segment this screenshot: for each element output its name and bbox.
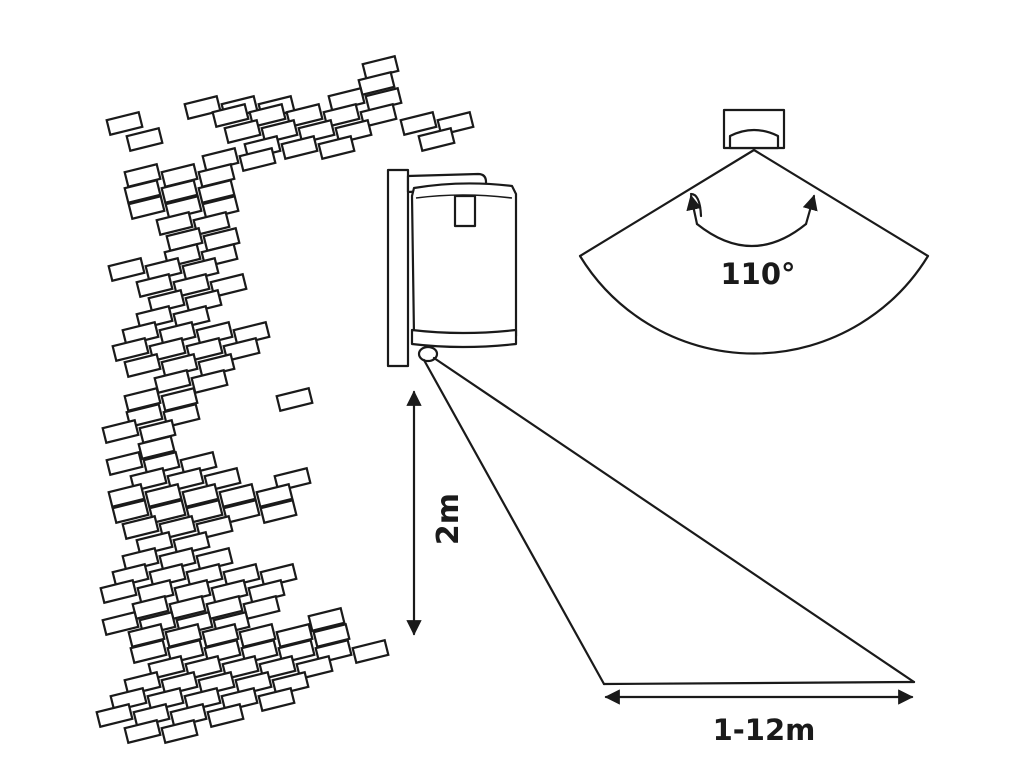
brick [359, 102, 398, 129]
detection-angle-label: 110° [720, 257, 795, 291]
brick [317, 134, 356, 161]
mounting-height-label: 2m [431, 493, 466, 545]
brick [99, 578, 138, 605]
brick [144, 482, 183, 509]
brick [107, 256, 146, 283]
brick [257, 686, 296, 713]
brick [181, 482, 220, 509]
brick [238, 146, 277, 173]
brick [105, 450, 144, 477]
wall-lamp [386, 168, 518, 368]
brick [307, 606, 346, 633]
brick [123, 718, 162, 745]
brick [280, 134, 319, 161]
brick [148, 336, 187, 363]
brick [185, 336, 224, 363]
brick [121, 514, 160, 541]
angle-arc [695, 222, 808, 248]
angle-arrow-right [802, 194, 818, 226]
detection-floor-edge [602, 680, 916, 686]
brick [351, 638, 390, 665]
brick [399, 110, 438, 137]
brick [137, 434, 176, 461]
brick [259, 498, 298, 525]
brick [172, 272, 211, 299]
brick [160, 718, 199, 745]
brick [206, 702, 245, 729]
brick [123, 352, 162, 379]
brick [275, 386, 314, 413]
detection-range-label: 1-12m [713, 713, 816, 747]
detection-zone-top-view: 110° [578, 108, 930, 355]
brick [111, 336, 150, 363]
brick [223, 118, 262, 145]
brick [417, 126, 456, 153]
motion-sensor-eye [417, 345, 439, 363]
brick [248, 102, 287, 129]
brick [153, 368, 192, 395]
brick [123, 178, 162, 205]
brick [190, 368, 229, 395]
brick [135, 272, 174, 299]
brick [192, 210, 231, 237]
brick [160, 178, 199, 205]
brick [211, 102, 250, 129]
angle-arrow-left [686, 194, 702, 226]
brick [125, 126, 164, 153]
brick [105, 110, 144, 137]
brick [222, 336, 261, 363]
brick [242, 594, 281, 621]
brick [127, 194, 166, 221]
brick [107, 482, 146, 509]
brick [101, 418, 140, 445]
detection-ray-far [432, 356, 916, 684]
brick [185, 498, 224, 525]
detection-zone-side [422, 356, 916, 686]
range-dimension: 1-12m [604, 689, 914, 747]
brick [95, 702, 134, 729]
brick [155, 210, 194, 237]
sensor-lens [728, 128, 780, 150]
brick [129, 638, 168, 665]
detection-ray-near [422, 358, 606, 686]
brick-wall [95, 54, 475, 745]
brick [197, 178, 236, 205]
brick [209, 272, 248, 299]
brick [111, 498, 150, 525]
brick [322, 102, 361, 129]
lamp-socket [453, 194, 477, 228]
lamp-wall-plate [386, 168, 410, 368]
lamp-bottom-ring [410, 328, 518, 349]
brick [255, 482, 294, 509]
brick [218, 482, 257, 509]
brick [222, 498, 261, 525]
height-dimension: 2m [406, 390, 466, 636]
brick [101, 610, 140, 637]
detection-sector [578, 148, 930, 355]
brick [183, 94, 222, 121]
brick [285, 102, 324, 129]
brick [148, 498, 187, 525]
